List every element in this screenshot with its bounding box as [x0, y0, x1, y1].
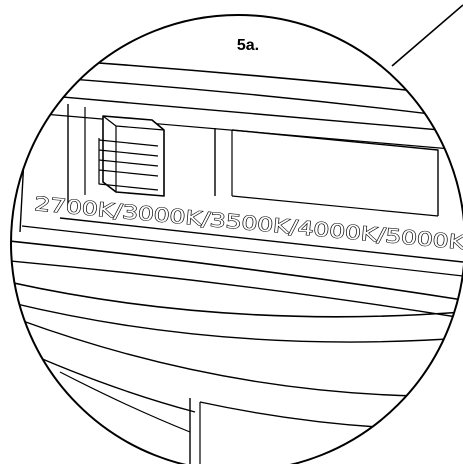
fixture-housing [11, 55, 463, 464]
lens-rim-lower [11, 299, 463, 343]
switch-ridge-1 [98, 139, 159, 147]
magnifier-circle [10, 14, 463, 464]
channel-top-line [27, 93, 463, 133]
bracket-edge-2 [59, 371, 191, 433]
channel-lower-line [21, 225, 463, 277]
bracket-edge [39, 357, 196, 413]
housing-left-wall [19, 139, 26, 233]
switch-ridge-3 [98, 159, 159, 167]
cct-scale-label: 2700K/3000K/3500K/4000K/5000K [34, 193, 463, 254]
switch-ridge-4 [98, 169, 159, 177]
indicator-window-bottom [231, 195, 439, 217]
channel-bottom-line [59, 217, 463, 263]
switch-base-outline [98, 138, 159, 191]
bracket-top-edge [199, 401, 463, 431]
indicator-window-frame [231, 129, 439, 216]
housing-mid-edge-2 [11, 259, 463, 319]
step-label: 5a. [237, 37, 259, 54]
callout-leader-line [391, 4, 463, 67]
switch-body [102, 115, 165, 197]
lens-curve [19, 319, 463, 397]
switch-ridge-2 [98, 149, 159, 157]
cct-selector-switch [98, 115, 165, 197]
housing-mid-edge [11, 239, 463, 301]
lens-rim-upper [11, 279, 463, 318]
